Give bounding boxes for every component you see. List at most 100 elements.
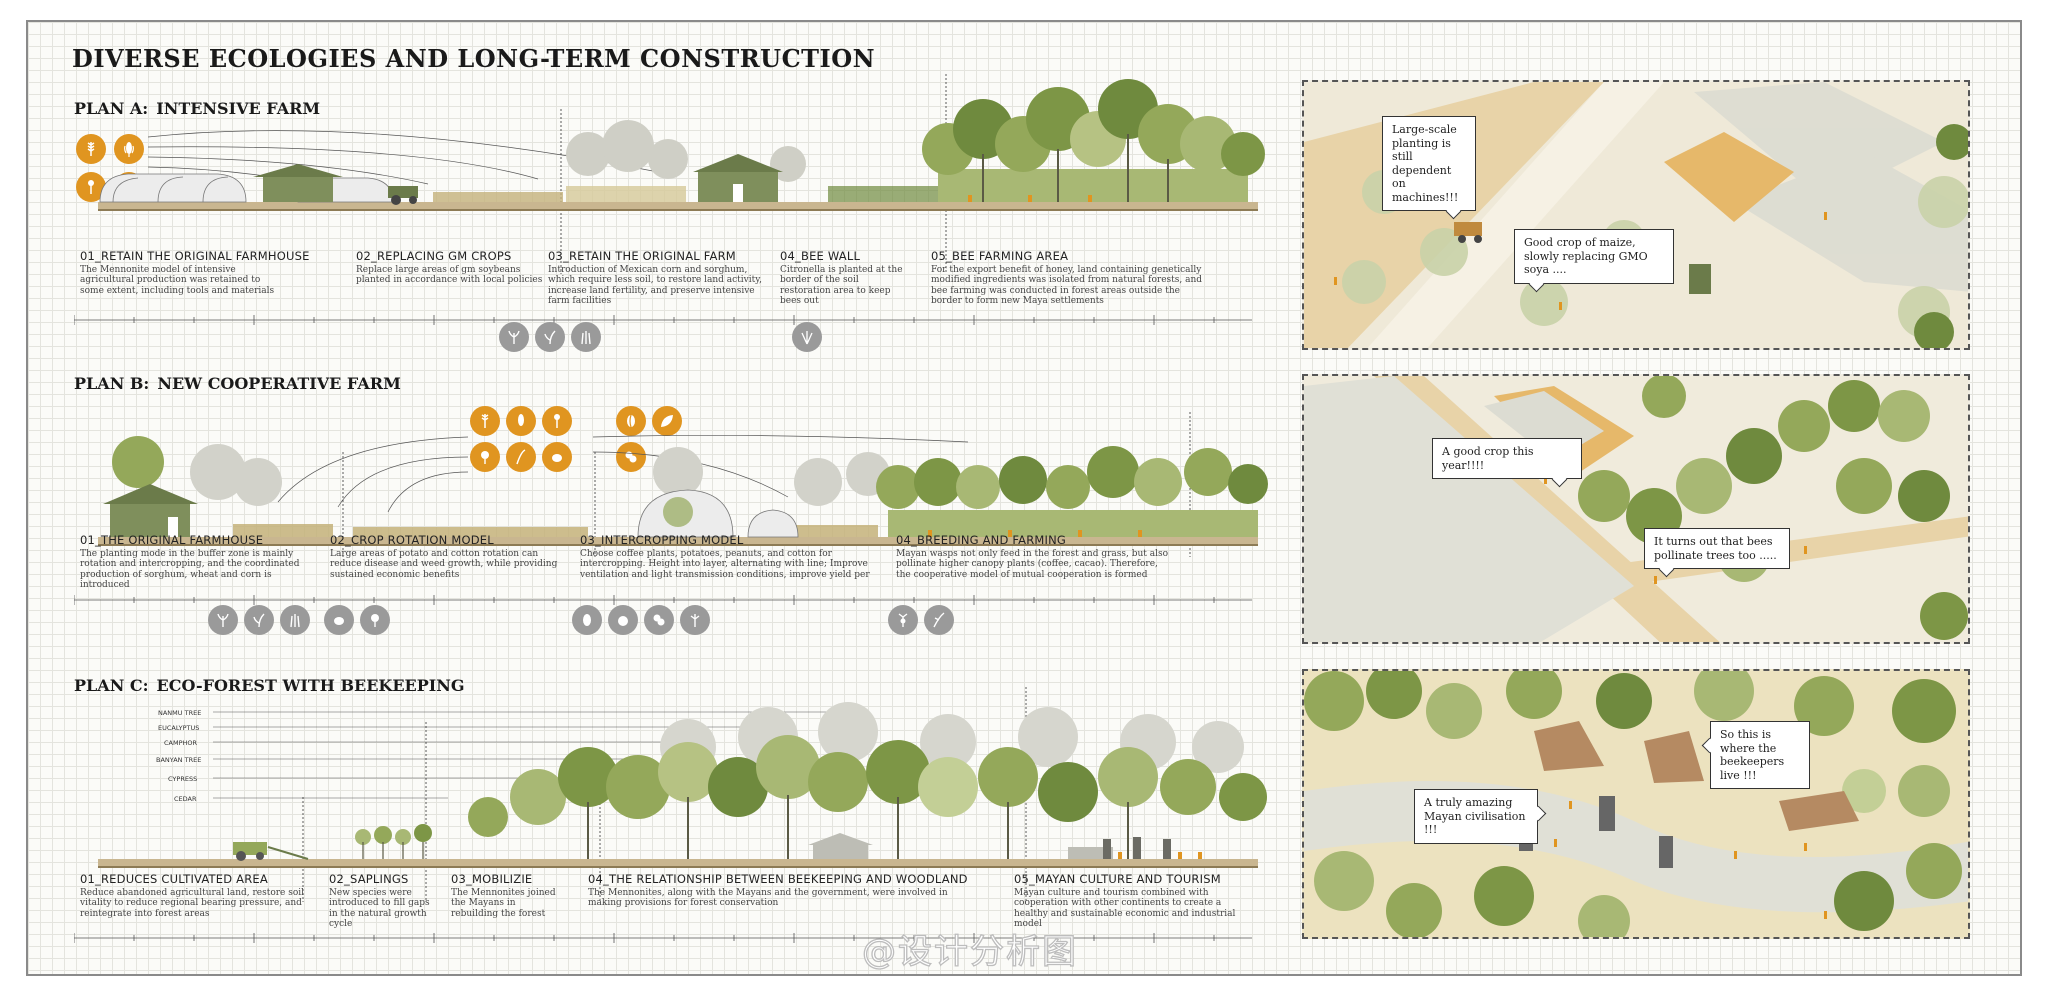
plan-a-step-2-title: 02_REPLACING GM CROPS	[356, 249, 512, 263]
plan-b-step-1: 01_THE ORIGINAL FARMHOUSE The planting m…	[80, 535, 306, 591]
plan-b-step-2-text: Large areas of potato and cotton rotatio…	[330, 548, 558, 580]
plan-b-step-4: 04_BREEDING AND FARMING Mayan wasps not …	[896, 535, 1171, 580]
species-nanmu: NANMU TREE	[158, 709, 202, 717]
plan-b-step-2-title: 02_CROP ROTATION MODEL	[330, 533, 494, 547]
plan-b-crop-icons-2	[616, 406, 686, 472]
speech-bubble-mayan: A truly amazing Mayan civilisation !!!	[1414, 789, 1538, 844]
plan-c-title: PLAN C: ECO-FOREST WITH BEEKEEPING	[74, 676, 465, 695]
plan-a-title: PLAN A: INTENSIVE FARM	[74, 99, 320, 118]
plan-c-step-3-title: 03_MOBILIZIE	[451, 872, 533, 886]
plan-c-step-5-title: 05_MAYAN CULTURE AND TOURISM	[1014, 872, 1221, 886]
speech-bubble-bees-pollinate: It turns out that bees pollinate trees t…	[1644, 528, 1790, 569]
plan-c-scale-ruler	[74, 933, 1252, 943]
coffee-icon	[572, 605, 602, 635]
plan-b-step-3-text: Choose coffee plants, potatoes, peanuts,…	[580, 548, 870, 580]
tractor-a	[388, 186, 418, 205]
plan-a-gray-icons	[499, 322, 601, 352]
plan-c-step-2-text: New species were introduced to fill gaps…	[329, 887, 430, 930]
plan-a-step-3: 03_RETAIN THE ORIGINAL FARM Introduction…	[548, 251, 770, 307]
aerial-panel-intensive-farm: Large-scale planting is still dependent …	[1302, 80, 1970, 350]
plan-b-scale-ruler	[74, 595, 1252, 605]
aerial-panel-eco-forest: So this is where the beekeepers live !!!…	[1302, 669, 1970, 939]
species-cedar: CEDAR	[174, 795, 197, 803]
poster-title: DIVERSE ECOLOGIES AND LONG-TERM CONSTRUC…	[72, 44, 876, 73]
flower-icon	[924, 605, 954, 635]
grass-icon	[571, 322, 601, 352]
plan-c-section-illustration	[98, 687, 1267, 902]
farmhouse-b	[103, 484, 198, 537]
plan-b-gray-icons-1	[208, 605, 310, 635]
plan-b-step-2: 02_CROP ROTATION MODEL Large areas of po…	[330, 535, 565, 580]
watermark-text: @设计分析图	[861, 931, 1078, 972]
species-banyan: BANYAN TREE	[156, 756, 202, 764]
plan-b-gray-icons-3	[572, 605, 710, 635]
plan-b-crop-icons-1	[470, 406, 580, 472]
peanut-icon	[644, 605, 674, 635]
plan-a-step-4-text: Citronella is planted at the border of t…	[780, 264, 903, 307]
aerial-panel-cooperative-farm: A good crop this year!!!! It turns out t…	[1302, 374, 1970, 644]
tractor-panel-1	[1454, 222, 1482, 243]
plan-a-step-2: 02_REPLACING GM CROPS Replace large area…	[356, 251, 556, 286]
plan-c-step-2-title: 02_SAPLINGS	[329, 872, 409, 886]
plan-a-name: INTENSIVE FARM	[156, 99, 321, 118]
plan-b-step-4-text: Mayan wasps not only feed in the forest …	[896, 548, 1169, 580]
plant-icon	[499, 322, 529, 352]
plan-c-step-4-title: 04_THE RELATIONSHIP BETWEEN BEEKEEPING A…	[588, 872, 968, 886]
speech-bubble-good-crop: A good crop this year!!!!	[1432, 438, 1582, 479]
sprout-icon	[535, 322, 565, 352]
plan-a-step-5: 05_BEE FARMING AREA For the export benef…	[931, 251, 1206, 307]
barn-a	[693, 154, 783, 202]
cotton-icon	[470, 442, 500, 472]
plan-b-step-3: 03_INTERCROPPING MODEL Choose coffee pla…	[580, 535, 882, 580]
wheat-icon	[470, 406, 500, 436]
plan-a-label: PLAN A:	[74, 99, 149, 118]
plan-c-step-1: 01_REDUCES CULTIVATED AREA Reduce abando…	[80, 874, 314, 919]
species-cypress: CYPRESS	[168, 775, 198, 783]
plan-b-gray-icons-4	[888, 605, 954, 635]
plan-c-step-4: 04_THE RELATIONSHIP BETWEEN BEEKEEPING A…	[588, 874, 968, 909]
corn-icon	[506, 406, 536, 436]
potato-icon	[324, 605, 354, 635]
plan-c-label: PLAN C:	[74, 676, 149, 695]
plan-b-step-1-text: The planting mode in the buffer zone is …	[80, 548, 300, 591]
aerial-illustration-2	[1304, 376, 1968, 642]
plan-a-step-1-text: The Mennonite model of intensive agricul…	[80, 264, 275, 296]
plan-a-step-5-text: For the export benefit of honey, land co…	[931, 264, 1203, 307]
peanut-icon	[616, 442, 646, 472]
potato-icon	[608, 605, 638, 635]
plan-c-step-1-text: Reduce abandoned agricultural land, rest…	[80, 887, 305, 919]
plan-a-step-5-title: 05_BEE FARMING AREA	[931, 249, 1069, 263]
sorghum-icon	[542, 406, 572, 436]
wheat-icon	[76, 134, 106, 164]
plan-a-step-3-text: Introduction of Mexican corn and sorghum…	[548, 264, 763, 307]
tractor-panel-1b	[1689, 264, 1711, 294]
wheat-icon	[244, 605, 274, 635]
poster-sheet: DIVERSE ECOLOGIES AND LONG-TERM CONSTRUC…	[26, 20, 2022, 976]
plan-a-step-1: 01_RETAIN THE ORIGINAL FARMHOUSE The Men…	[80, 251, 309, 296]
plan-c-step-3: 03_MOBILIZIE The Mennonites joined the M…	[451, 874, 561, 919]
plan-c-step-2: 02_SAPLINGS New species were introduced …	[329, 874, 433, 930]
plan-a-section-illustration	[98, 74, 1265, 274]
plan-b-step-4-title: 04_BREEDING AND FARMING	[896, 533, 1067, 547]
plan-a-step-2-text: Replace large areas of gm soybeans plant…	[356, 264, 543, 286]
plan-c-step-3-text: The Mennonites joined the Mayans in rebu…	[451, 887, 556, 919]
plan-b-title: PLAN B:NEW COOPERATIVE FARM	[74, 374, 401, 393]
plan-c-step-5: 05_MAYAN CULTURE AND TOURISM Mayan cultu…	[1014, 874, 1246, 930]
speech-bubble-machines: Large-scale planting is still dependent …	[1382, 116, 1476, 211]
plan-a-beewall-icons	[792, 322, 822, 352]
species-camphor: CAMPHOR	[164, 739, 198, 747]
tractor-c	[233, 842, 309, 861]
plan-c-name: ECO-FOREST WITH BEEKEEPING	[156, 676, 465, 695]
coffee-icon	[616, 406, 646, 436]
plan-b-step-3-title: 03_INTERCROPPING MODEL	[580, 533, 744, 547]
farmhouse-a	[253, 164, 343, 202]
leaf-icon	[652, 406, 682, 436]
sorghum-icon	[208, 605, 238, 635]
plan-b-step-1-title: 01_THE ORIGINAL FARMHOUSE	[80, 533, 264, 547]
plan-a-step-3-title: 03_RETAIN THE ORIGINAL FARM	[548, 249, 736, 263]
plan-c-step-4-text: The Mennonites, along with the Mayans an…	[588, 887, 948, 909]
species-eucalyptus: EUCALYPTUS	[158, 724, 200, 732]
plan-a-step-4: 04_BEE WALL Citronella is planted at the…	[780, 251, 910, 307]
grain-icon	[506, 442, 536, 472]
plan-a-scale-ruler	[74, 315, 1252, 325]
